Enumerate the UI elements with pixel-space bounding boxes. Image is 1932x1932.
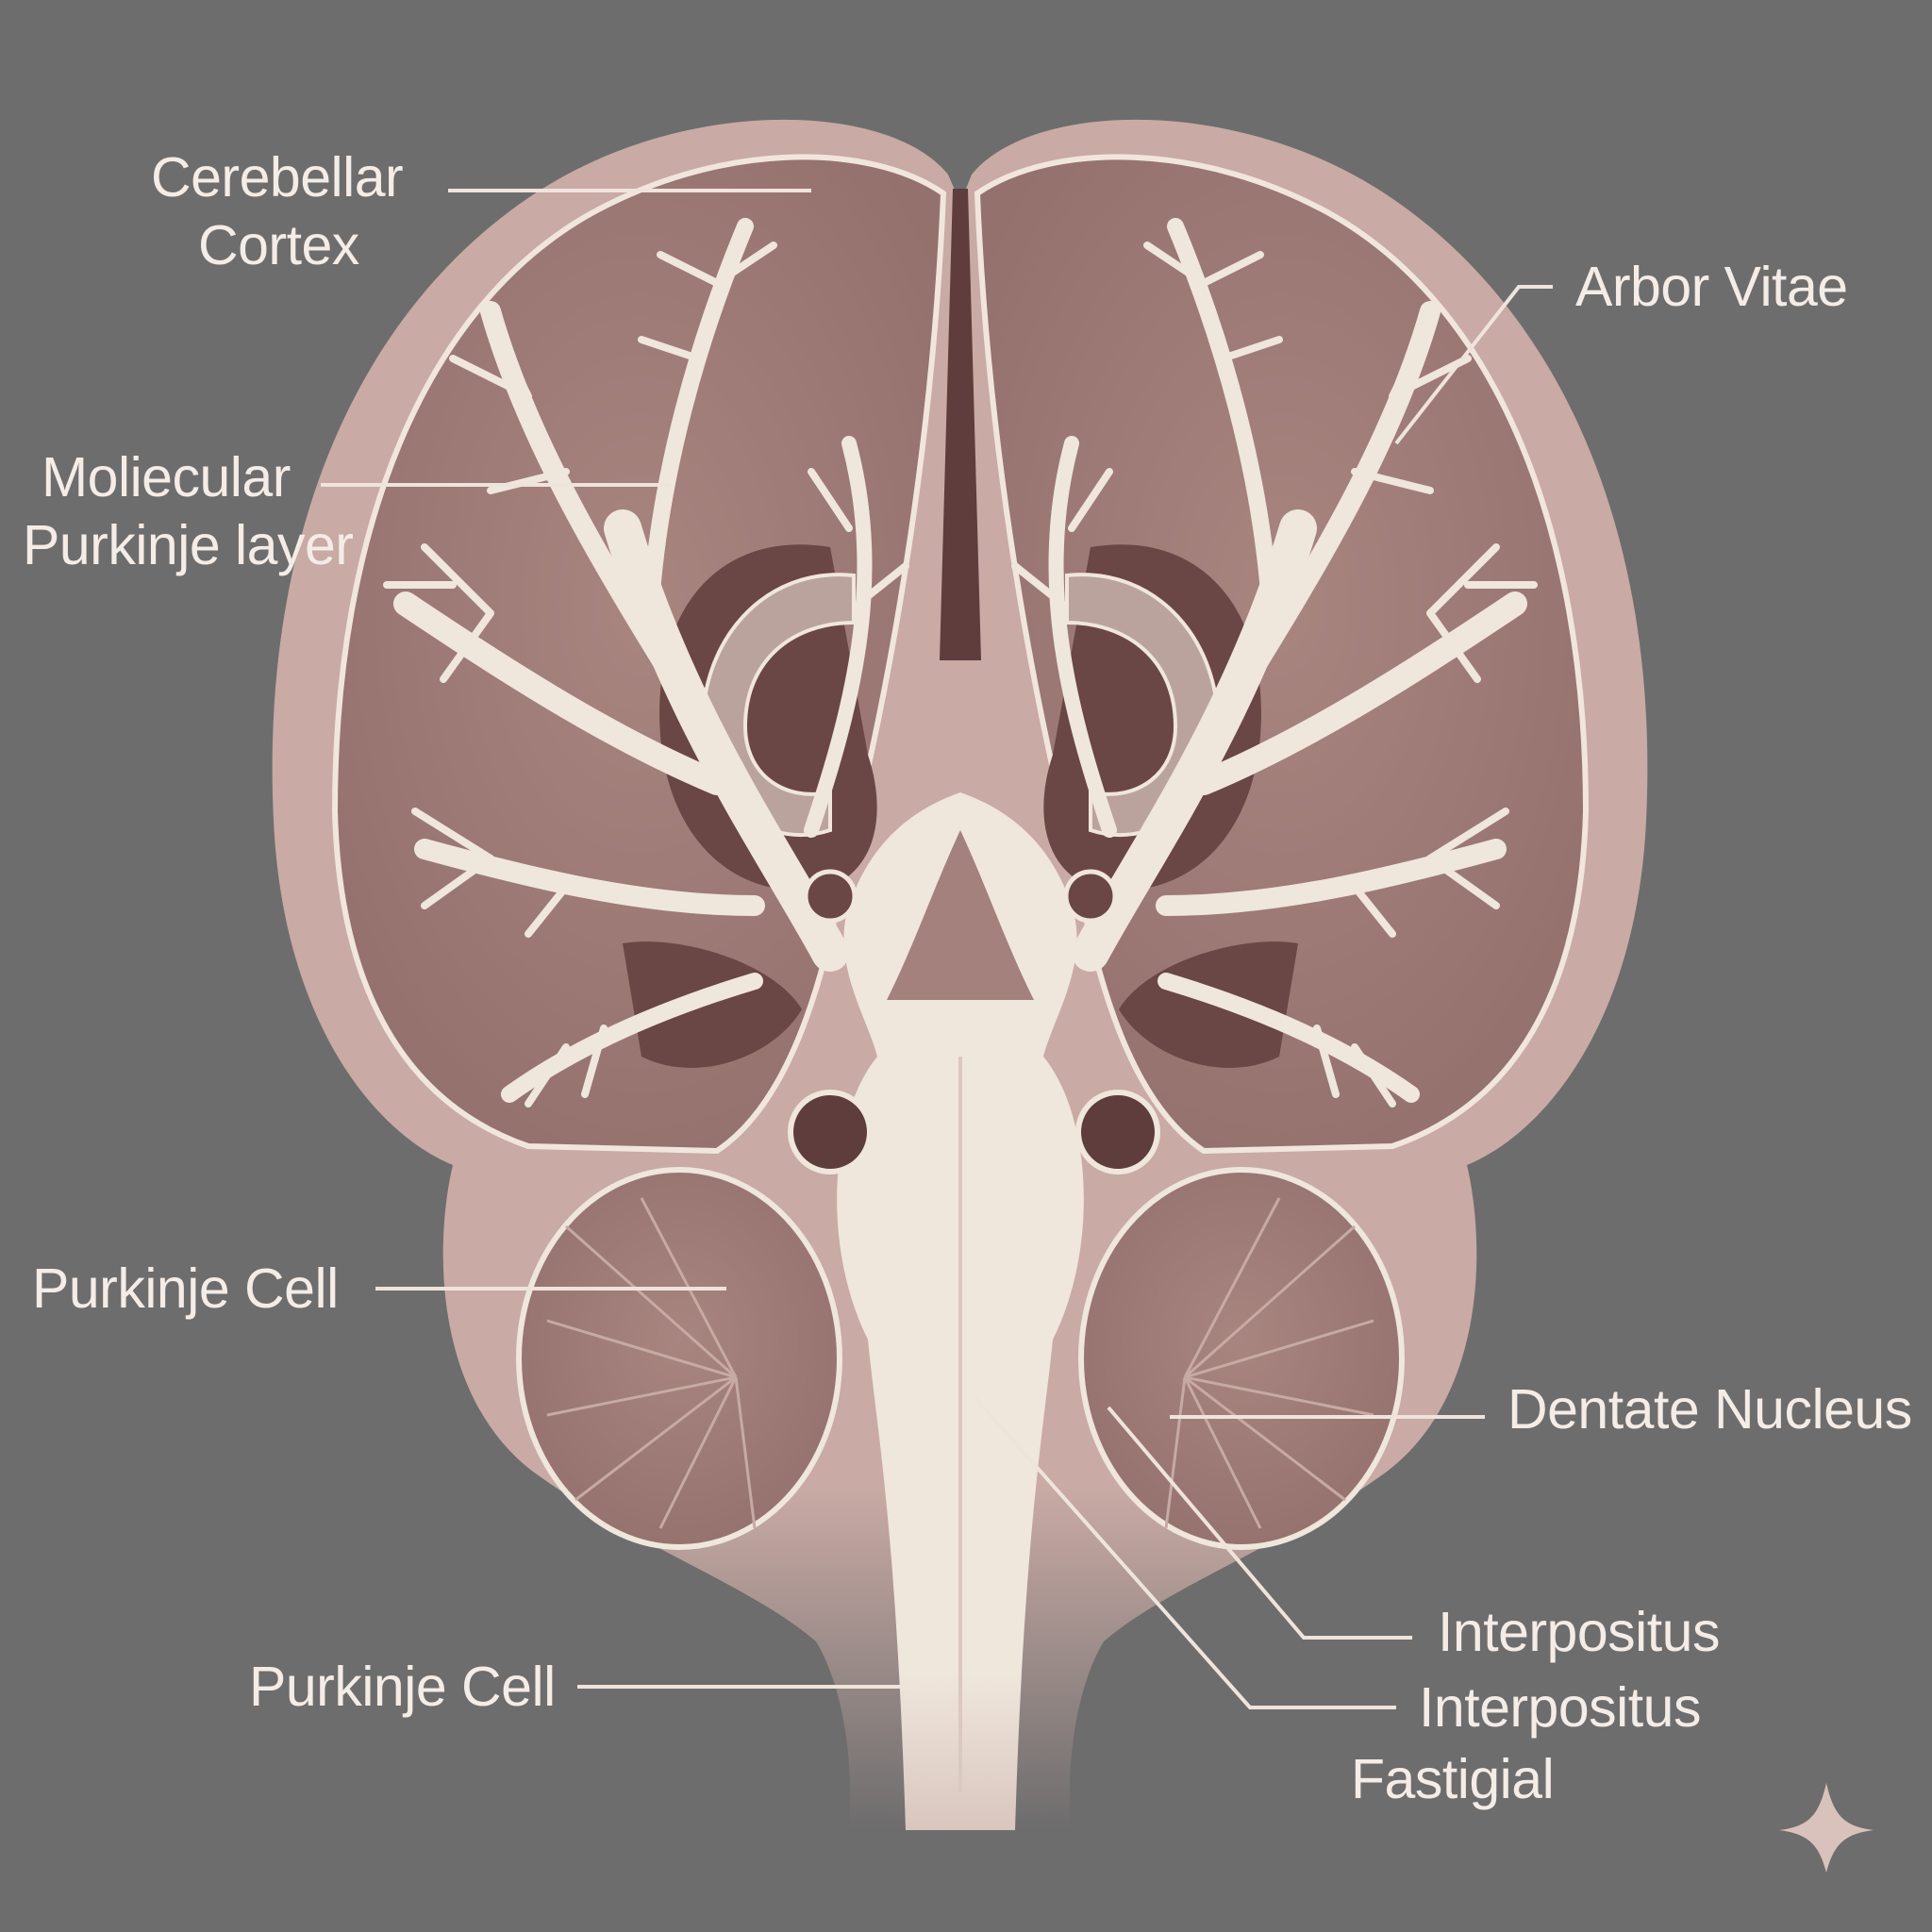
leader-arbor-vitae (1394, 285, 1553, 445)
sparkle-icon (1779, 1783, 1874, 1873)
label-arbor-vitae: Arbor Vitae (1575, 256, 1848, 318)
left-ring-nucleus (788, 1090, 873, 1174)
label-interpositus-2: Interpositus (1419, 1676, 1702, 1739)
left-lower-lobe-fibres (546, 1197, 757, 1529)
label-cerebellar-cortex-line2: Cortex (198, 214, 359, 276)
label-purkinje-cell-upper: Purkinje Cell (32, 1257, 339, 1320)
label-interpositus-1: Interpositus (1438, 1601, 1721, 1663)
right-lower-lobe-fibres (1164, 1197, 1374, 1529)
arbor-vitae-right (1011, 218, 1538, 1108)
leader-interpositus-1 (1107, 1406, 1412, 1640)
label-purkinje-cell-lower: Purkinje Cell (249, 1656, 556, 1718)
label-cerebellar-cortex-line1: Cerebellar (151, 146, 404, 208)
label-molecular-purkinje: Moliecular Purkinje layer (23, 443, 354, 579)
label-fastigial: Fastigial (1351, 1748, 1555, 1810)
label-cerebellar-cortex: Cerebellar Cortex (151, 143, 404, 279)
right-lower-lobe (1078, 1167, 1405, 1550)
right-upper-nucleus (1063, 869, 1118, 924)
left-lower-lobe (516, 1167, 842, 1550)
leader-interpositus-2 (974, 1396, 1396, 1709)
right-ring-nucleus (1075, 1090, 1160, 1174)
left-upper-nucleus (803, 869, 858, 924)
midline-fissure (940, 189, 981, 660)
leader-lines (321, 189, 1553, 1709)
label-molecular-purkinje-line1: Moliecular (42, 446, 291, 508)
fourth-ventricle (887, 830, 1034, 1000)
arbor-vitae-left (383, 218, 909, 1108)
label-molecular-purkinje-line2: Purkinje layer (23, 514, 354, 576)
label-dentate-nucleus: Dentate Nucleus (1507, 1378, 1912, 1441)
